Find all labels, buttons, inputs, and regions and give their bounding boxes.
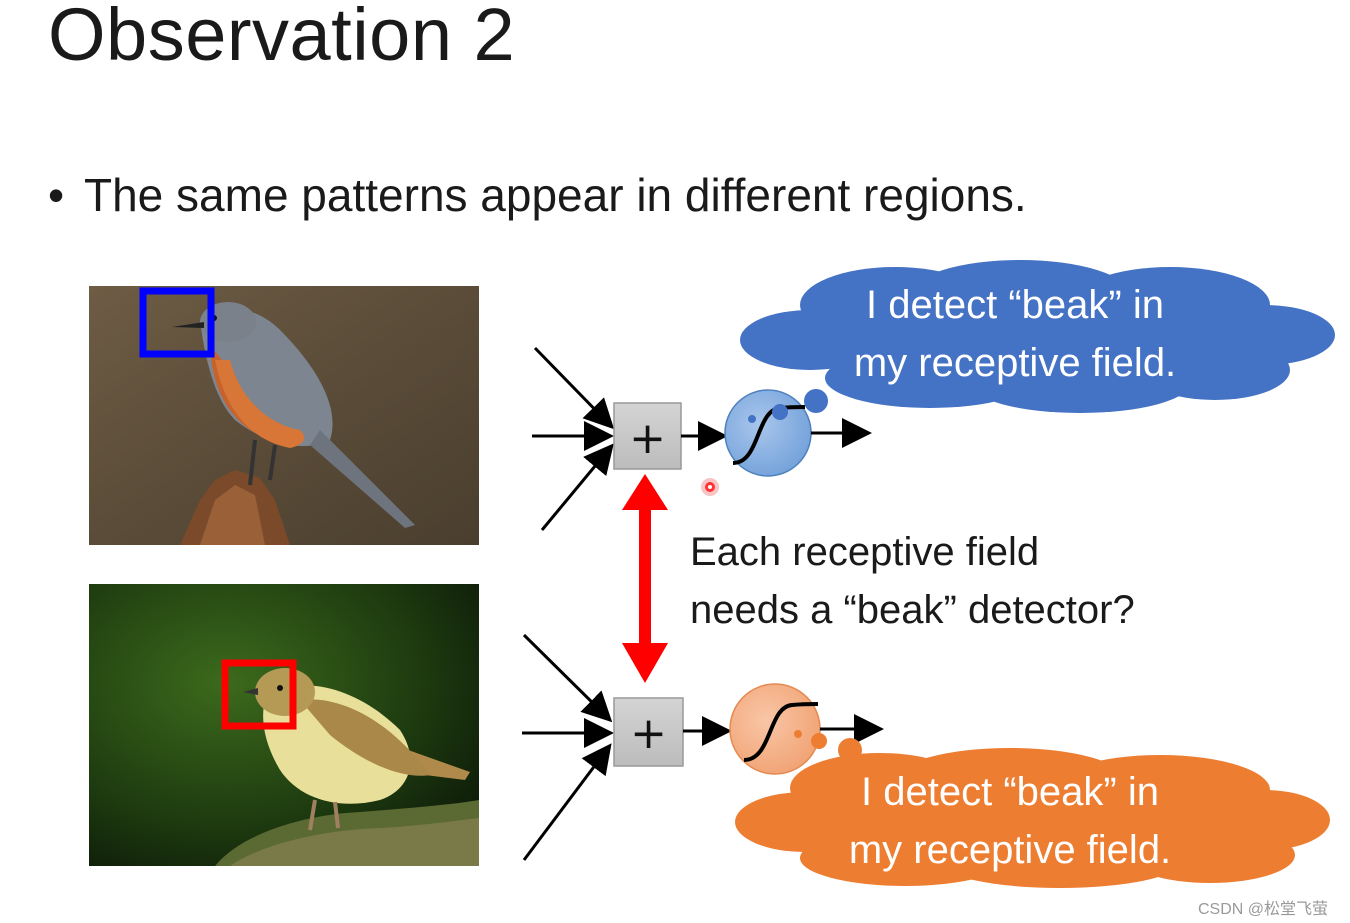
pointer-dot-icon bbox=[701, 478, 719, 496]
question-line1: Each receptive field bbox=[690, 530, 1040, 574]
bottom-thought-bubble bbox=[735, 730, 1330, 888]
double-arrow-icon bbox=[622, 474, 668, 683]
bottom-thought-line2: my receptive field. bbox=[848, 828, 1172, 872]
bullet-text: The same patterns appear in different re… bbox=[84, 169, 1027, 221]
slide-title: Observation 2 bbox=[48, 0, 516, 76]
top-thought-line2: my receptive field. bbox=[853, 341, 1177, 385]
question-line2: needs a “beak” detector? bbox=[690, 588, 1135, 632]
bottom-bird-photo bbox=[89, 584, 479, 866]
bottom-activation-circle bbox=[729, 683, 821, 775]
bottom-plus-icon: + bbox=[630, 708, 667, 759]
watermark: CSDN @松堂飞萤 bbox=[1198, 901, 1329, 918]
bottom-thought-line1: I detect “beak” in bbox=[861, 770, 1159, 814]
top-neuron bbox=[532, 346, 872, 531]
top-thought-line1: I detect “beak” in bbox=[866, 283, 1164, 327]
top-thought-text: I detect “beak” in my receptive field. bbox=[800, 276, 1230, 392]
bottom-thought-text: I detect “beak” in my receptive field. bbox=[795, 763, 1225, 879]
bottom-neuron bbox=[522, 633, 884, 861]
bottom-sum-box bbox=[613, 697, 684, 767]
top-thought-bubble bbox=[740, 260, 1335, 423]
top-plus-icon: + bbox=[629, 413, 666, 464]
bottom-receptive-field-box bbox=[221, 659, 297, 730]
top-bird-photo bbox=[89, 286, 479, 545]
top-sum-box bbox=[613, 402, 682, 470]
bottom-sigmoid-icon bbox=[743, 702, 819, 762]
top-receptive-field-box bbox=[139, 287, 215, 358]
bullet-point: • The same patterns appear in different r… bbox=[48, 168, 1027, 222]
bullet-dot-icon: • bbox=[48, 169, 65, 221]
question-text: Each receptive field needs a “beak” dete… bbox=[690, 523, 1135, 639]
